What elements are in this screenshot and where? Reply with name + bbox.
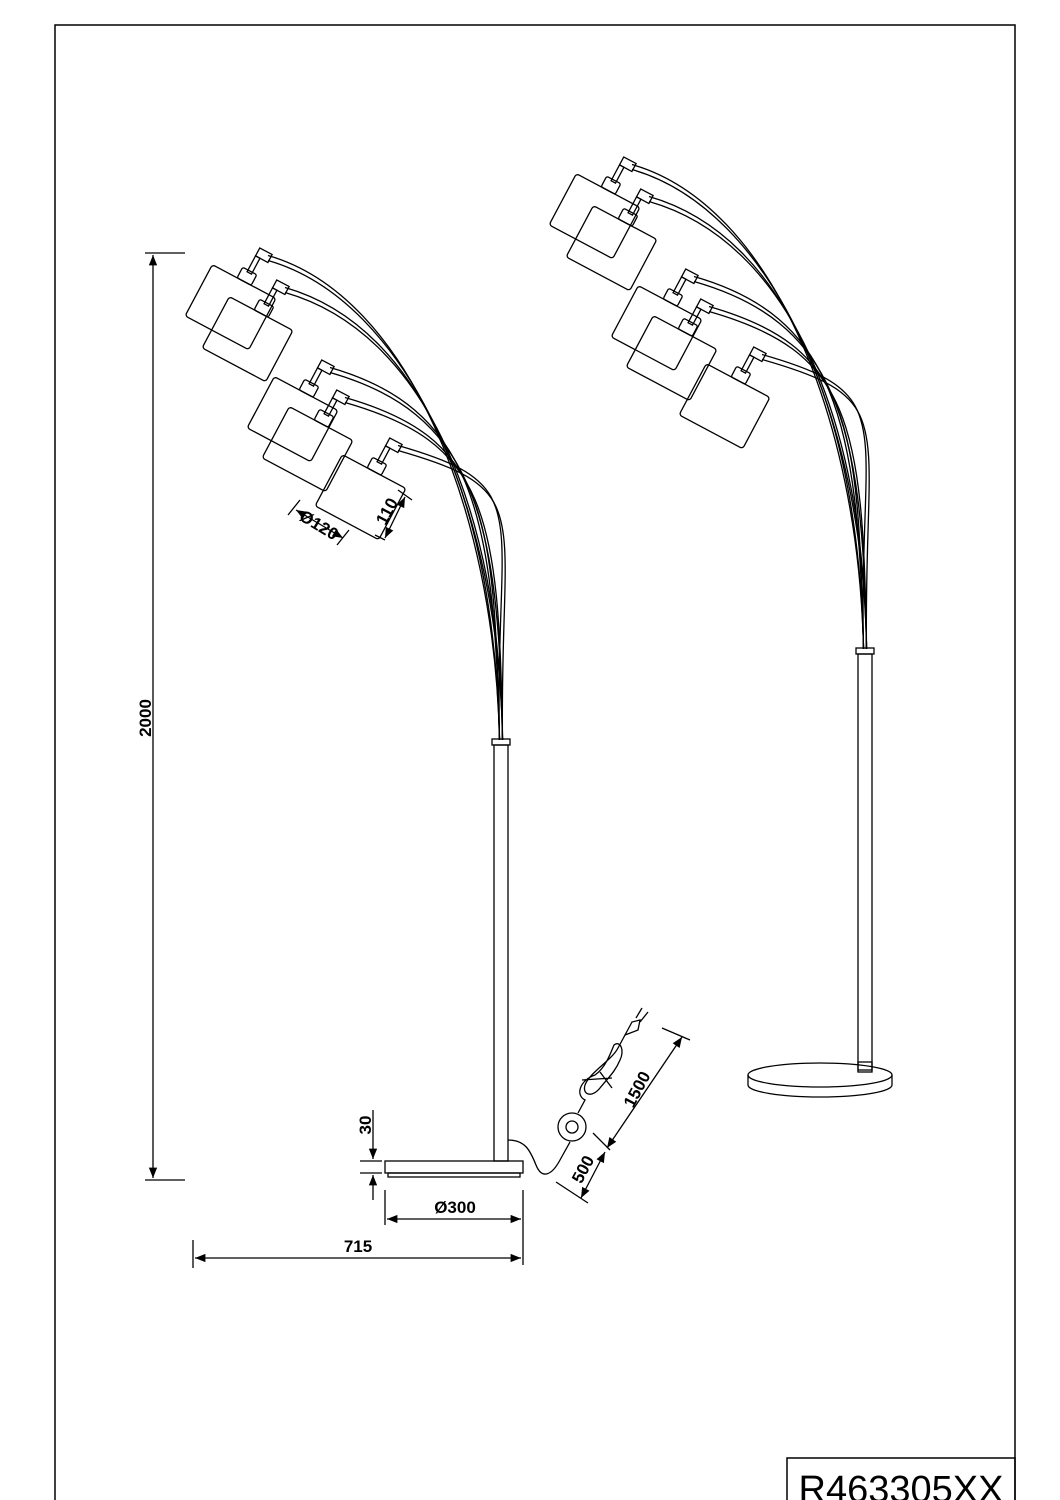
lamp-shade: [679, 346, 770, 449]
dimension-switch-distance: 500: [568, 1152, 598, 1186]
lamp-arm: [397, 449, 506, 741]
dimension-width: 715: [344, 1237, 372, 1256]
lamp-shade: [262, 389, 353, 492]
lamp-pole-foot: [857, 1061, 873, 1073]
model-number: R463305XX: [799, 1469, 1004, 1500]
lamp-arm: [344, 396, 501, 741]
drawing-frame: [54, 24, 1016, 1500]
power-cable: [507, 1139, 571, 1175]
lamp-arm: [329, 366, 501, 741]
lamp-arm: [693, 275, 865, 650]
lamp-pole-collar: [491, 738, 511, 746]
lamp-shade: [549, 156, 640, 259]
power-cable-coiled: [577, 1034, 626, 1114]
lamp-shade: [315, 437, 406, 540]
lamp-perspective-view: [549, 156, 893, 1098]
dimension-cable-length: 1500: [620, 1068, 655, 1110]
dimension-base-height: 30: [356, 1116, 375, 1135]
lamp-shade: [626, 298, 717, 401]
dimension-base-diameter: Ø300: [434, 1198, 476, 1217]
lamp-arm: [267, 254, 501, 741]
lamp-base: [384, 1160, 524, 1174]
lamp-arm: [761, 358, 870, 650]
lamp-arm: [397, 444, 503, 741]
lamp-shade: [202, 279, 293, 382]
lamp-arms: [631, 163, 870, 650]
title-block: [786, 1457, 1016, 1500]
lamp-shades: [549, 156, 770, 449]
dimension-height: 2000: [136, 699, 155, 737]
lamp-base: [747, 1062, 893, 1098]
lamp-shade: [566, 188, 657, 291]
lamp-shade: [611, 268, 702, 371]
lamp-shade: [247, 359, 338, 462]
lamp-arm: [631, 163, 865, 650]
foot-switch: [557, 1112, 587, 1142]
lamp-arms: [267, 254, 506, 741]
lamp-shade: [185, 247, 276, 350]
dimension-shade-diameter: Ø120: [296, 506, 341, 544]
lamp-pole: [493, 744, 509, 1162]
lamp-pole-collar: [855, 647, 875, 655]
lamp-shades: [185, 247, 406, 540]
lamp-side-view-dimensioned: 2000 30 Ø300 715 1500 500 Ø120 110: [136, 247, 691, 1268]
dimension-shade-height: 110: [372, 495, 402, 528]
lamp-base-foot: [387, 1172, 521, 1178]
lamp-arm: [708, 305, 865, 650]
plug-icon: [623, 1007, 649, 1037]
lamp-arm: [761, 353, 867, 650]
lamp-pole: [857, 653, 873, 1071]
